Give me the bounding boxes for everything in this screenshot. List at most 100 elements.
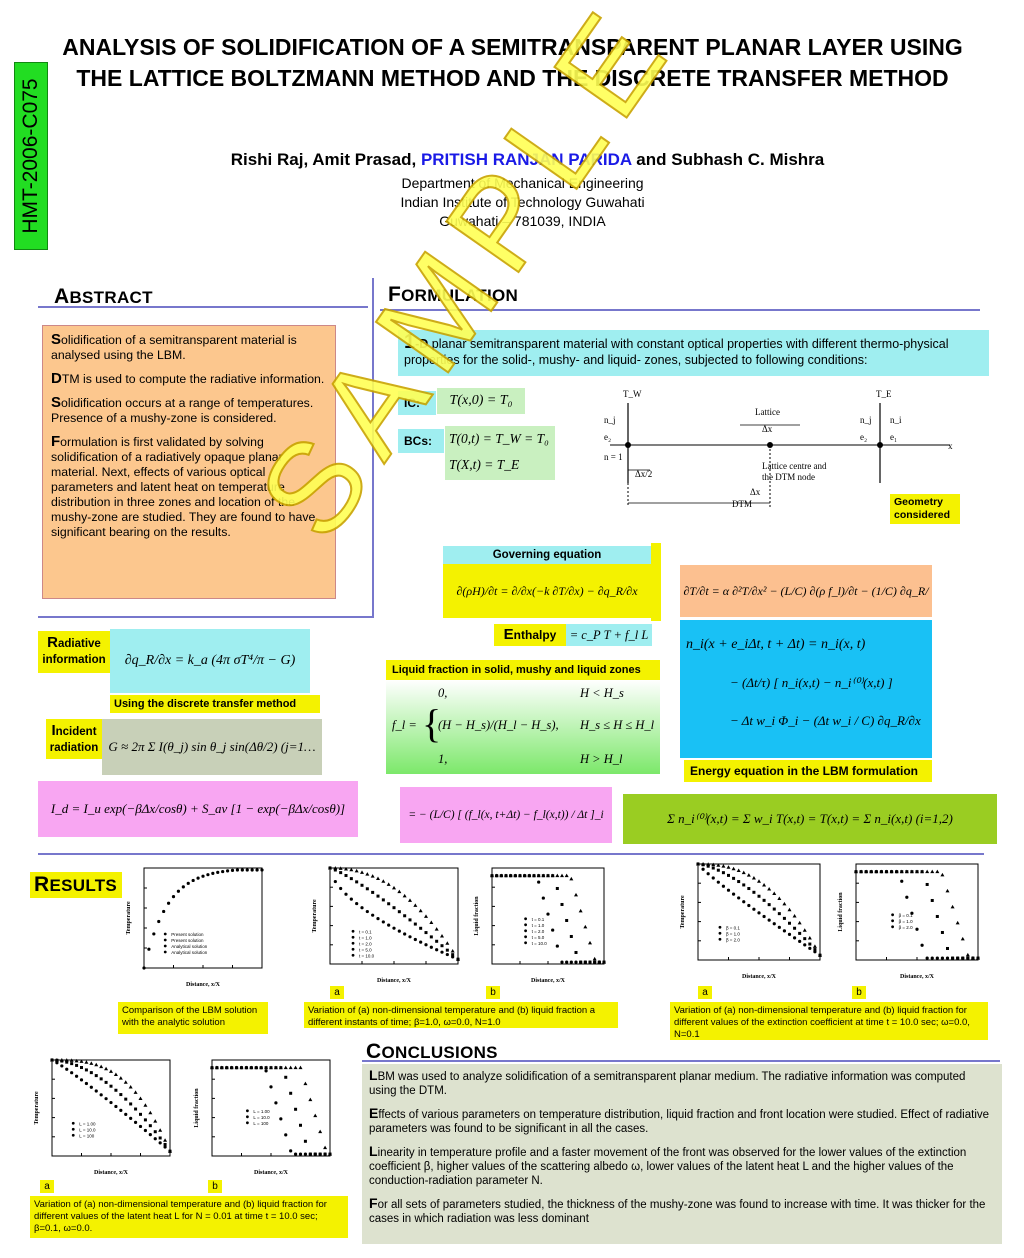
data-point xyxy=(235,868,240,872)
data-point xyxy=(355,901,359,906)
data-point xyxy=(328,1152,332,1156)
data-point xyxy=(701,862,706,866)
data-point xyxy=(255,868,259,872)
data-point xyxy=(89,1061,94,1065)
data-point xyxy=(339,886,343,891)
legend-entry: β = 0.1 xyxy=(726,925,740,930)
results-rule xyxy=(38,853,984,855)
data-point xyxy=(245,868,249,872)
data-point xyxy=(541,873,546,878)
data-point xyxy=(397,889,402,894)
intro-box: 1-D planar semitransparent material with… xyxy=(398,330,989,376)
legend-entry: L = 1.00 xyxy=(253,1109,270,1114)
data-point xyxy=(289,1149,293,1153)
data-point xyxy=(788,921,791,925)
data-point xyxy=(742,900,746,904)
geom-tw: T_W xyxy=(623,389,642,399)
data-point xyxy=(808,942,812,946)
data-point xyxy=(303,1139,307,1143)
geom-e2b: e₂ xyxy=(860,432,867,442)
data-point xyxy=(807,936,812,940)
svg-text:Liquid fraction: Liquid fraction xyxy=(194,1088,200,1128)
data-point xyxy=(344,892,348,896)
intensity-equation: I_d = I_u exp(−βΔx/cosθ) + S_av [1 − exp… xyxy=(38,781,358,837)
data-point xyxy=(109,1069,113,1073)
data-point xyxy=(55,1061,59,1065)
data-point xyxy=(574,892,578,897)
data-point xyxy=(313,1113,318,1118)
data-point xyxy=(555,944,559,948)
data-point xyxy=(114,1104,118,1109)
data-point xyxy=(555,873,560,878)
geom-dx-bottom: Δx xyxy=(750,487,761,497)
data-point xyxy=(376,917,380,921)
data-point xyxy=(737,880,741,884)
data-point xyxy=(904,869,909,874)
presenting-author: PRITISH RANJAN PARIDA xyxy=(420,150,632,169)
abstract-paragraph: Solidification occurs at a range of temp… xyxy=(51,394,314,425)
data-point xyxy=(360,906,364,910)
data-point xyxy=(260,868,264,872)
data-point xyxy=(429,945,433,949)
data-point xyxy=(706,864,710,868)
radiative-label: Radiative information xyxy=(38,631,110,673)
data-point xyxy=(970,956,975,960)
data-point xyxy=(293,1065,298,1070)
data-point xyxy=(219,1065,224,1070)
data-point xyxy=(434,927,439,931)
geom-n1: n = 1 xyxy=(604,452,623,462)
data-point xyxy=(874,869,879,874)
data-point xyxy=(298,1065,303,1070)
equilibrium-sum-equation: Σ n_i⁽⁰⁾(x,t) = Σ w_i T(x,t) = T(x,t) = … xyxy=(623,794,997,844)
data-point xyxy=(397,929,401,933)
data-point xyxy=(147,947,151,951)
svg-text:Liquid fraction: Liquid fraction xyxy=(474,896,480,936)
data-point xyxy=(176,889,181,893)
data-point xyxy=(355,880,359,884)
data-point xyxy=(99,1077,103,1081)
tag-b: b xyxy=(852,986,866,999)
data-point xyxy=(721,864,726,868)
data-point xyxy=(940,872,945,877)
geom-nj: n_j xyxy=(604,415,616,425)
data-point xyxy=(371,913,375,917)
affiliation-line: Department of Mechanical Engineering xyxy=(401,175,644,191)
svg-text:Temperature: Temperature xyxy=(312,899,318,933)
data-point xyxy=(392,926,396,930)
plot-series xyxy=(50,1058,172,1153)
data-point xyxy=(737,896,741,900)
data-point xyxy=(440,950,444,954)
data-point xyxy=(153,1137,157,1141)
data-point xyxy=(593,960,597,964)
data-point xyxy=(716,868,720,872)
data-point xyxy=(224,1065,229,1070)
formulation-rule xyxy=(380,309,980,311)
data-point xyxy=(104,1080,108,1084)
data-point xyxy=(338,866,343,870)
data-point xyxy=(84,1060,89,1064)
energy-equation: ∂T/∂t = α ∂²T/∂x² − (L/C) ∂(ρ f_l)/∂t − … xyxy=(680,565,932,650)
legend-entry: Present solution xyxy=(171,938,204,943)
data-point xyxy=(303,1152,308,1156)
data-point xyxy=(940,956,945,960)
data-point xyxy=(221,869,225,874)
svg-text:Temperature: Temperature xyxy=(680,895,686,929)
data-point xyxy=(244,1065,249,1070)
data-point xyxy=(935,869,940,874)
data-point xyxy=(551,928,555,932)
data-point xyxy=(138,1124,143,1129)
plot-series xyxy=(490,873,606,964)
data-point xyxy=(424,943,428,947)
data-point xyxy=(560,873,564,878)
data-point xyxy=(279,1117,283,1121)
data-point xyxy=(171,895,176,899)
data-point xyxy=(333,866,338,870)
data-point xyxy=(909,869,914,874)
data-point xyxy=(859,869,864,874)
data-point xyxy=(752,907,756,911)
paper-id: HMT-2006-C075 xyxy=(19,78,42,234)
data-point xyxy=(387,902,391,906)
data-point xyxy=(812,944,817,948)
